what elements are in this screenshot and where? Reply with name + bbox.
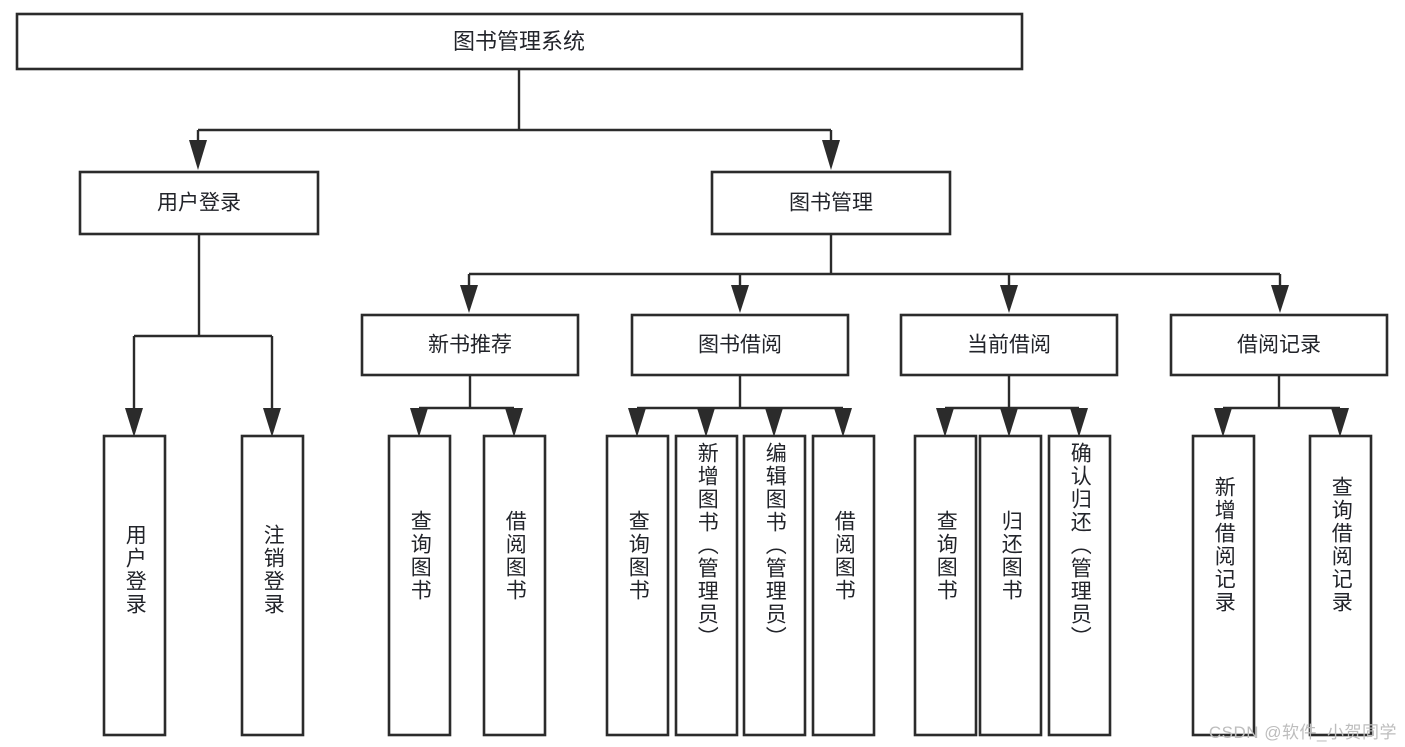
arrow-head-icon xyxy=(765,408,783,437)
arrow-head-icon xyxy=(936,408,954,437)
arrow-head-icon xyxy=(628,408,646,437)
node-root-box[interactable] xyxy=(15,12,1024,71)
node-leaf-add-record-box[interactable] xyxy=(1191,434,1256,737)
node-current-borrow[interactable]: 当前借阅 xyxy=(899,313,1119,377)
arrow-head-icon xyxy=(834,408,852,437)
arrow-head-icon xyxy=(125,408,143,437)
node-root[interactable]: 图书管理系统 xyxy=(15,12,1024,71)
arrow-head-icon xyxy=(505,408,523,437)
node-leaf-borrow-book-1-box[interactable] xyxy=(482,434,547,737)
node-borrow-record[interactable]: 借阅记录 xyxy=(1169,313,1389,377)
connector-book-borrow-to-leaves xyxy=(628,375,852,437)
arrow-head-icon xyxy=(1214,408,1232,437)
arrow-head-icon xyxy=(1000,408,1018,437)
connector-root-to-level1 xyxy=(189,69,840,170)
node-leaf-add-book-box[interactable] xyxy=(674,434,739,737)
node-book-borrow[interactable]: 图书借阅 xyxy=(630,313,850,377)
arrow-head-icon xyxy=(822,140,840,170)
node-leaf-edit-book-box[interactable] xyxy=(742,434,807,737)
connector-new-book-recommend-to-leaves xyxy=(410,375,523,437)
node-new-book-recommend[interactable]: 新书推荐 xyxy=(360,313,580,377)
node-leaf-borrow-book-2-box[interactable] xyxy=(811,434,876,737)
node-leaf-query-record-box[interactable] xyxy=(1308,434,1373,737)
connector-book-manage-to-level2 xyxy=(460,234,1289,313)
arrow-head-icon xyxy=(731,285,749,313)
node-leaf-return-book-box[interactable] xyxy=(978,434,1043,737)
node-user-login-label: 用户登录 xyxy=(157,192,241,215)
connector-borrow-record-to-leaves xyxy=(1214,375,1349,437)
connector-current-borrow-to-leaves xyxy=(936,375,1088,437)
csdn-watermark: CSDN @软件_小贺同学 xyxy=(1208,723,1397,742)
node-leaf-user-login-box[interactable] xyxy=(102,434,167,737)
arrow-head-icon xyxy=(460,285,478,313)
node-leaf-query-book-2-box[interactable] xyxy=(605,434,670,737)
arrow-head-icon xyxy=(263,408,281,437)
arrow-head-icon xyxy=(697,408,715,437)
node-user-login-box[interactable] xyxy=(78,170,320,236)
node-book-manage-label: 图书管理 xyxy=(789,192,873,215)
node-leaf-confirm-return-box[interactable] xyxy=(1047,434,1112,737)
node-leaf-user-logout-box[interactable] xyxy=(240,434,305,737)
arrow-head-icon xyxy=(1331,408,1349,437)
arrow-head-icon xyxy=(410,408,428,437)
node-root-label: 图书管理系统 xyxy=(453,29,585,54)
arrow-head-icon xyxy=(189,140,207,170)
node-new-book-recommend-label: 新书推荐 xyxy=(428,334,512,357)
connector-user-login-to-leaves xyxy=(125,234,281,437)
arrow-head-icon xyxy=(1070,408,1088,437)
node-new-book-recommend-box[interactable] xyxy=(360,313,580,377)
node-borrow-record-label: 借阅记录 xyxy=(1237,334,1321,357)
node-current-borrow-label: 当前借阅 xyxy=(967,334,1051,357)
node-user-login[interactable]: 用户登录 xyxy=(78,170,320,236)
arrow-head-icon xyxy=(1271,285,1289,313)
node-current-borrow-box[interactable] xyxy=(899,313,1119,377)
node-leaf-query-book-3-box[interactable] xyxy=(913,434,978,737)
node-book-borrow-label: 图书借阅 xyxy=(698,334,782,357)
node-leaf-query-book-1-box[interactable] xyxy=(387,434,452,737)
node-book-manage[interactable]: 图书管理 xyxy=(710,170,952,236)
arrow-head-icon xyxy=(1000,285,1018,313)
